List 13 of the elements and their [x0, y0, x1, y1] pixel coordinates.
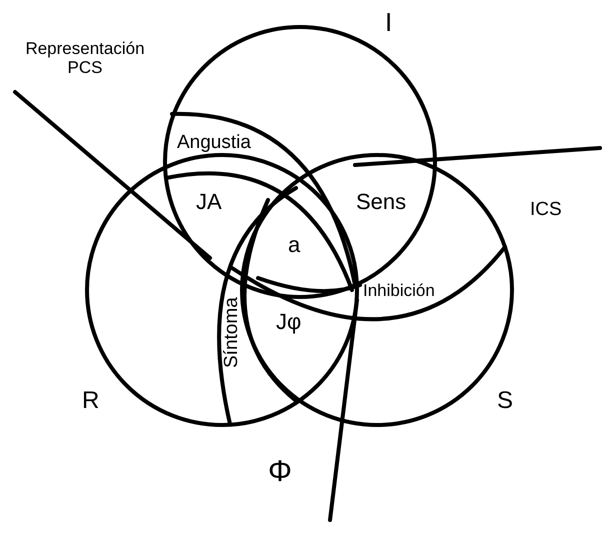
field-label: Representación PCS — [24, 40, 146, 78]
circle-label: R — [82, 388, 100, 414]
region-label: JA — [196, 190, 222, 214]
field-label: Φ — [268, 455, 292, 488]
region-label: Síntoma — [222, 297, 243, 368]
circle-label: I — [385, 8, 392, 37]
region-label: Sens — [356, 190, 406, 214]
region-label: a — [288, 233, 300, 258]
field-label: ICS — [530, 200, 562, 221]
region-label: Inhibición — [363, 282, 435, 301]
region-label: Jφ — [276, 310, 302, 334]
circle-label: S — [497, 388, 514, 414]
region-label: Angustia — [177, 133, 251, 154]
